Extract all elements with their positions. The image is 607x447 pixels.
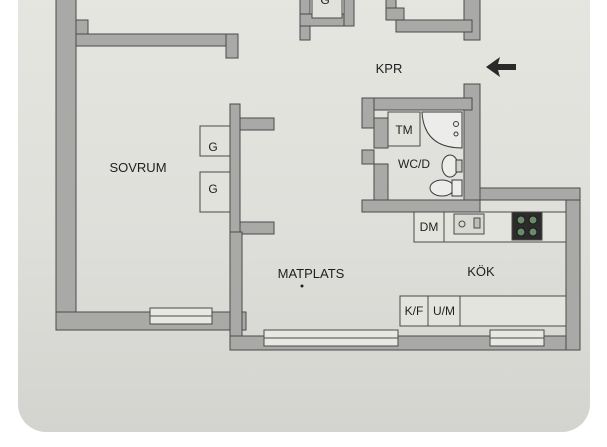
closet-top	[311, 0, 343, 19]
top-closet-right-wall	[343, 0, 355, 27]
bath-top-wall	[361, 97, 473, 111]
bath-left-mid	[361, 149, 375, 165]
room-label-kf: K/F	[405, 304, 424, 318]
partition-ledge-upper	[239, 117, 275, 131]
room-label-dm: DM	[420, 220, 439, 234]
top-left-stub	[75, 19, 89, 35]
closet-lower	[199, 171, 231, 213]
room-label-sovrum: SOVRUM	[109, 160, 166, 175]
closets	[199, 0, 343, 213]
tm-box	[387, 111, 421, 147]
kitchen-counter	[399, 211, 567, 327]
room-label-um: U/M	[433, 304, 455, 318]
tm-left-wall	[373, 117, 389, 149]
top-right-room-bottom	[395, 19, 473, 33]
bedroom-top-wall	[75, 33, 239, 47]
room-label-kok: KÖK	[467, 264, 495, 279]
partition-ledge-lower	[239, 221, 275, 235]
floor-plan-sheet: G G G TM WC/D	[18, 0, 590, 432]
closet-label-upper: G	[208, 140, 217, 154]
wcd-left-wall	[373, 163, 389, 205]
closet-label-top: G	[320, 0, 329, 7]
room-label-matplats: MATPLATS	[278, 266, 345, 281]
outer-left-wall	[55, 0, 77, 331]
outer-right-wall	[565, 187, 581, 351]
room-label-wcd: WC/D	[398, 157, 430, 171]
floor-plan-drawing: G G G TM WC/D	[55, 0, 581, 351]
room-label-tm: TM	[395, 123, 412, 137]
center-dot	[300, 284, 304, 288]
matplats-left-wall	[229, 231, 243, 349]
top-right-room-ledge	[385, 7, 405, 21]
windows	[149, 307, 545, 347]
arrow-left-icon	[486, 57, 516, 77]
room-label-kpr: KPR	[376, 61, 403, 76]
toilet-icon	[429, 179, 455, 197]
bath-bottom-wall	[361, 199, 481, 213]
kitchen-top-wall	[477, 187, 581, 201]
shower-icon	[421, 111, 463, 149]
stove-icon	[511, 211, 543, 241]
bath-left-upper	[361, 97, 375, 129]
bedroom-top-stub	[225, 33, 239, 59]
closet-label-lower: G	[208, 182, 217, 196]
dm-cabinet	[413, 211, 445, 243]
um-cabinet	[427, 295, 461, 327]
